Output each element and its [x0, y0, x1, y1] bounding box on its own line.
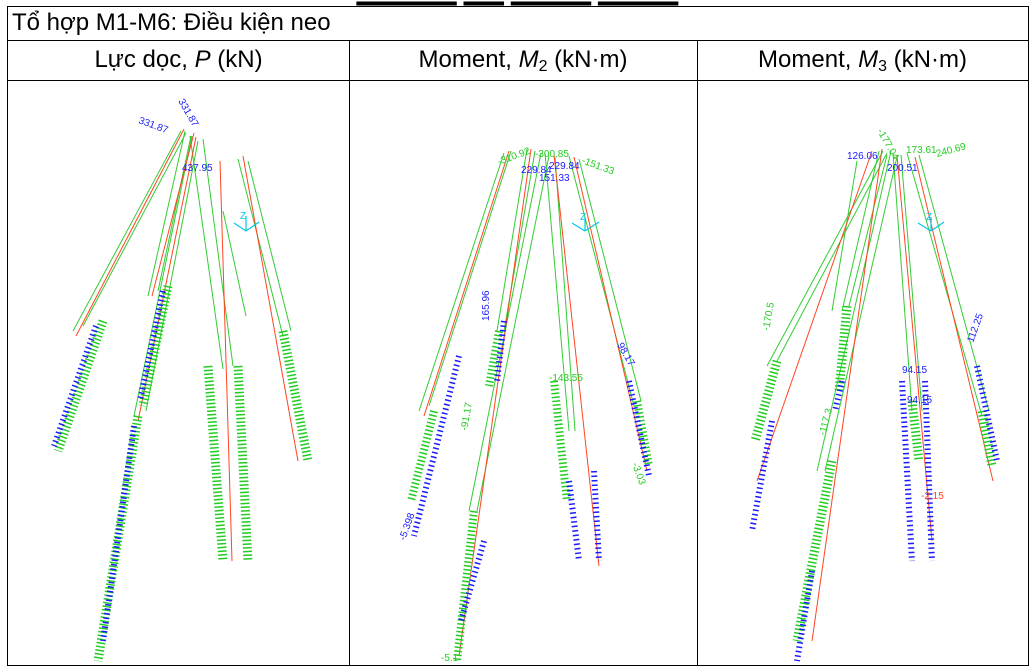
- table-title: Tổ hợp M1-M6: Điều kiện neo: [8, 7, 1028, 41]
- clipped-heading-remnant: ▁▁▁▁▁ ▁▁ ▁▁▁▁ ▁▁▁▁: [0, 0, 1035, 8]
- green-member-lines: [766, 150, 990, 472]
- column-divider: [697, 41, 698, 665]
- header-subscript: 3: [878, 58, 887, 75]
- value-label: 437.95: [182, 163, 213, 174]
- column-header-axial-force: Lực dọc, P (kN): [8, 41, 349, 81]
- red-member-lines: [75, 128, 299, 562]
- moment-m3-diagram: Z -177.04 126.06 173.61 240.69 200.51 11…: [697, 81, 1028, 666]
- header-symbol: P: [194, 46, 211, 73]
- axial-force-diagram: Z 331.87 331.87 437.95: [8, 81, 349, 666]
- value-label: 331.87: [175, 97, 200, 129]
- value-label: -170.5: [761, 301, 777, 331]
- axis-triad-icon: [233, 216, 260, 232]
- value-label: 151.33: [539, 173, 570, 184]
- header-prefix: Moment,: [758, 46, 859, 73]
- header-prefix: Moment,: [418, 46, 519, 73]
- red-member-lines: [423, 148, 648, 657]
- axis-triad-icon: [917, 217, 945, 232]
- value-label: -300.85: [535, 149, 569, 160]
- results-table: Tổ hợp M1-M6: Điều kiện neo Lực dọc, P (…: [7, 6, 1029, 666]
- value-label: -177.04: [874, 127, 901, 162]
- value-label: -143.55: [549, 373, 583, 384]
- value-label: 165.96: [481, 290, 492, 321]
- green-member-lines: [72, 130, 292, 417]
- red-member-lines: [756, 148, 994, 642]
- blue-value-bands: [411, 320, 652, 622]
- axis-triad-icon: [571, 217, 600, 232]
- header-prefix: Lực dọc,: [94, 46, 195, 73]
- value-label: 126.06: [847, 151, 878, 162]
- value-label: 98.17: [614, 341, 636, 369]
- header-symbol: M: [518, 46, 539, 73]
- column-divider: [349, 41, 350, 665]
- value-label: -5.1: [441, 653, 459, 664]
- blue-value-bands: [749, 365, 1000, 662]
- value-label: -117.3: [817, 407, 835, 437]
- value-label: 240.69: [935, 141, 968, 160]
- blue-value-bands: [51, 290, 166, 642]
- green-value-bands: [407, 330, 653, 662]
- green-member-lines: [418, 148, 642, 512]
- value-labels: 331.87 331.87 437.95: [137, 97, 213, 174]
- axis-z-label: Z: [240, 211, 246, 222]
- value-label: 94.15: [907, 395, 932, 406]
- value-label: 112.25: [965, 312, 986, 344]
- value-label: 229.84: [549, 161, 580, 172]
- header-symbol: M: [858, 46, 879, 73]
- value-label: 200.51: [887, 163, 918, 174]
- header-unit: (kN): [210, 46, 263, 73]
- value-label: -151.33: [580, 155, 616, 177]
- axis-z-label: Z: [580, 212, 586, 223]
- axis-z-label: Z: [926, 212, 932, 223]
- value-label: 173.61: [906, 145, 937, 156]
- moment-m2-diagram: Z -310.92 -300.85 229.84 229.84 -151.33 …: [349, 81, 697, 666]
- header-unit: (kN·m): [886, 46, 967, 73]
- value-label: 331.87: [137, 115, 170, 136]
- header-unit: (kN·m): [547, 46, 628, 73]
- column-header-moment-m2: Moment, M2 (kN·m): [349, 41, 697, 81]
- green-value-bands: [53, 285, 313, 662]
- value-label: 229.84: [521, 165, 552, 176]
- column-header-moment-m3: Moment, M3 (kN·m): [697, 41, 1028, 81]
- value-label: 94.15: [902, 365, 927, 376]
- value-label: -91.17: [459, 401, 475, 431]
- value-label: -2.15: [921, 491, 944, 502]
- header-subscript: 2: [538, 58, 548, 75]
- green-value-bands: [750, 305, 997, 642]
